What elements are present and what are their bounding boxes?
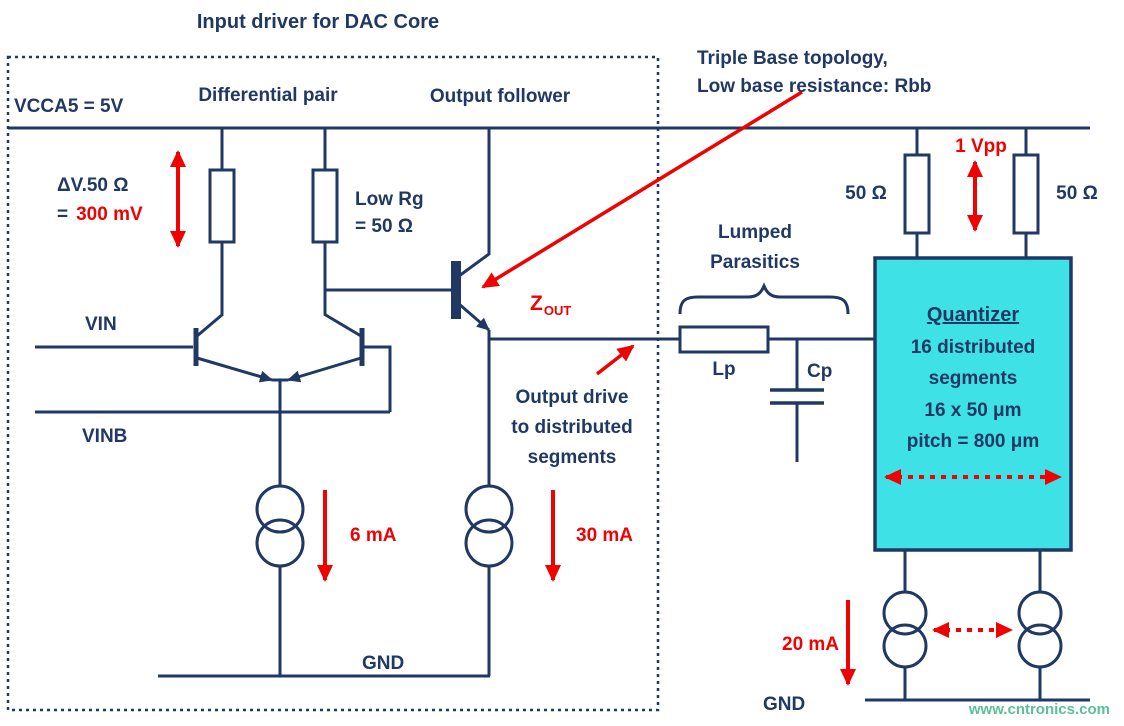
vpp-label: 1 Vpp [955, 136, 1007, 157]
triple-base-pointer-arrow [481, 90, 803, 289]
output-follower-label: Output follower [430, 86, 571, 107]
vin-label: VIN [85, 314, 117, 335]
r50-right-label: 50 Ω [1056, 183, 1098, 204]
segment-source-leads [903, 667, 1042, 700]
lumped-label-2: Parasitics [710, 252, 800, 273]
vinb-wire [35, 345, 392, 414]
follower-emitter [458, 302, 490, 332]
output-drive-label-3: segments [528, 447, 617, 468]
quantizer-line-5: pitch = 800 μm [907, 431, 1040, 452]
diff-left-collector [196, 312, 224, 338]
resistor-50ohm-right [1012, 153, 1040, 235]
diff-right-collector [323, 312, 362, 338]
quantizer-bottom-leads [903, 550, 1042, 592]
lumped-label-1: Lumped [718, 222, 792, 243]
output-drive-label-1: Output drive [516, 387, 629, 408]
diff-left-emitter [196, 356, 273, 383]
vcca-label: VCCA5 = 5V [14, 96, 124, 117]
output-drive-pointer-arrow [595, 344, 635, 376]
cp-label: Cp [807, 361, 832, 382]
low-rg-label-1: Low Rg [355, 189, 424, 210]
vinb-label: VINB [82, 426, 127, 447]
quantizer-line-3: segments [929, 368, 1018, 389]
tail-node-wire [272, 378, 288, 486]
delta-v-label: ΔV.50 Ω [57, 175, 129, 196]
gnd-left-label: GND [362, 653, 404, 674]
capacitor-cp [770, 388, 824, 405]
low-rg-label-2: = 50 Ω [355, 216, 413, 237]
current-source-20ma-right [1017, 590, 1063, 669]
resistor-50ohm-left [903, 153, 931, 235]
dac-core-boundary [6, 55, 660, 712]
lumped-parasitics-brace [678, 282, 850, 315]
inductor-lp [678, 325, 770, 354]
lp-label: Lp [712, 359, 735, 380]
gnd-right-label: GND [763, 694, 805, 715]
current-20ma-label: 20 mA [782, 634, 839, 655]
resistor-left [208, 168, 236, 244]
current-source-6ma [255, 484, 305, 568]
quantizer-line-4: 16 x 50 μm [924, 400, 1021, 421]
delta-v-value: =300 mV [57, 204, 143, 225]
triple-base-label-1: Triple Base topology, [697, 48, 888, 69]
watermark: www.cntronics.com [968, 701, 1110, 718]
output-drive-label-2: to distributed [511, 417, 632, 438]
r50-left-label: 50 Ω [845, 183, 887, 204]
current-30ma-label: 30 mA [576, 525, 633, 546]
current-source-30ma [464, 484, 514, 568]
quantizer-box [873, 256, 1073, 552]
page-title: Input driver for DAC Core [197, 11, 439, 33]
current-source-20ma-left [882, 590, 928, 669]
diff-right-emitter [287, 356, 362, 383]
current-6ma-label: 6 mA [350, 525, 397, 546]
triple-base-label-2: Low base resistance: Rbb [697, 76, 931, 97]
wire-network [8, 126, 1090, 702]
zout-label: ZOUT [530, 292, 571, 318]
resistor-rg [311, 168, 339, 244]
output-node-wire [487, 330, 680, 486]
quantizer-line-2: 16 distributed [911, 337, 1036, 358]
quantizer-title: Quantizer [927, 304, 1019, 326]
diff-pair-label: Differential pair [198, 85, 338, 106]
follower-collector [458, 128, 491, 278]
